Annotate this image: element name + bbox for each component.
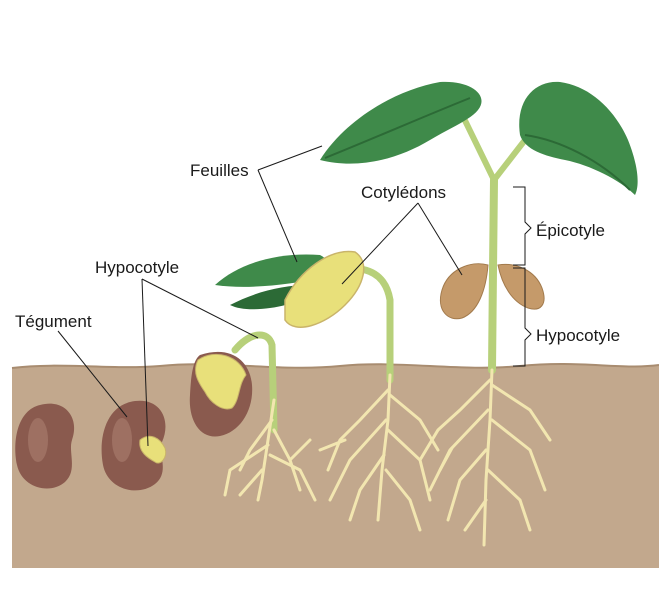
leaf-right [519, 82, 637, 195]
leader-cotyledons-2 [418, 203, 462, 275]
label-tegument: Tégument [15, 313, 92, 330]
cotyledon-brown-left [440, 264, 488, 319]
bracket-epicotyle [513, 187, 531, 265]
label-hypocotyle-left: Hypocotyle [95, 259, 179, 276]
leader-feuilles-2 [258, 170, 297, 262]
stem-5 [492, 180, 494, 370]
leader-feuilles-1 [258, 146, 322, 170]
label-hypocotyle-right: Hypocotyle [536, 327, 620, 344]
label-feuilles: Feuilles [190, 162, 249, 179]
seed-1 [15, 404, 74, 489]
leaf-left [320, 82, 482, 164]
label-cotyledons: Cotylédons [361, 184, 446, 201]
label-epicotyle: Épicotyle [536, 222, 605, 239]
leader-hypocotyle-2 [142, 279, 258, 338]
leader-cotyledons-1 [342, 203, 418, 284]
cotyledon-brown-right [498, 264, 544, 309]
